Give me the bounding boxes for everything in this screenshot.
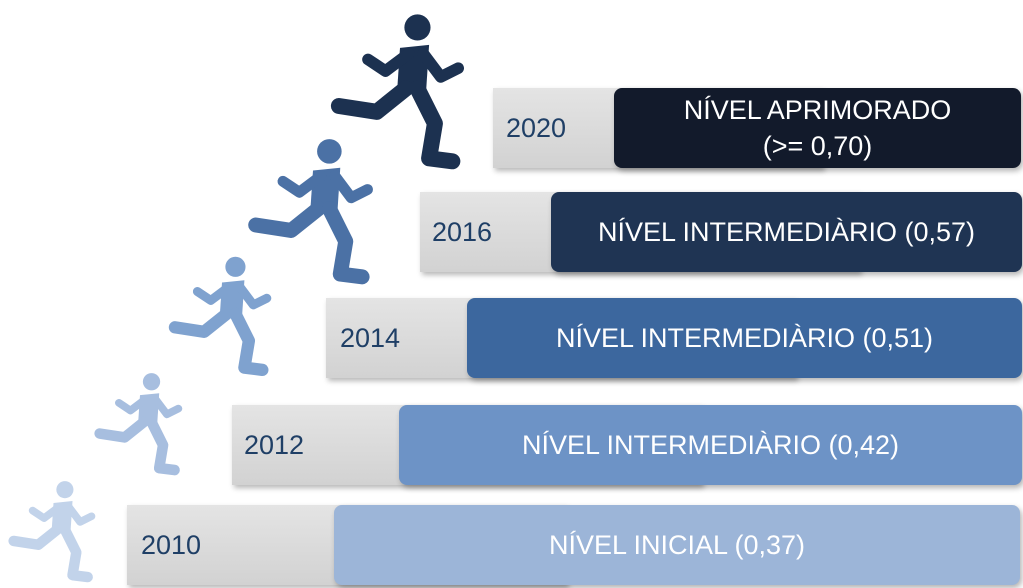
level-box-2012: NÍVEL INTERMEDIÀRIO (0,42) [399, 405, 1022, 485]
level-label-2020-line2: (>= 0,70) [762, 131, 873, 161]
step-2016: 2016 NÍVEL INTERMEDIÀRIO (0,57) [420, 192, 1022, 272]
runner-icon [92, 366, 188, 480]
level-label-2020: NÍVEL APRIMORADO [683, 95, 952, 125]
step-2014: 2014 NÍVEL INTERMEDIÀRIO (0,51) [326, 298, 1022, 378]
runner-icon [238, 135, 388, 285]
step-2012: 2012 NÍVEL INTERMEDIÀRIO (0,42) [232, 405, 1022, 485]
level-label-2012: NÍVEL INTERMEDIÀRIO (0,42) [521, 430, 900, 460]
runner-icon [310, 10, 490, 170]
year-label-2014: 2014 [340, 322, 401, 353]
level-label-2016: NÍVEL INTERMEDIÀRIO (0,57) [597, 217, 976, 247]
year-label-2012: 2012 [244, 429, 305, 460]
level-label-2010: NÍVEL INICIAL (0,37) [548, 530, 806, 560]
level-box-2020: NÍVEL APRIMORADO (>= 0,70) [614, 88, 1021, 168]
level-box-2010: NÍVEL INICIAL (0,37) [334, 505, 1020, 585]
year-label-2010: 2010 [141, 529, 202, 560]
level-label-2014: NÍVEL INTERMEDIÀRIO (0,51) [555, 323, 934, 353]
step-2010: 2010 NÍVEL INICIAL (0,37) [127, 505, 1020, 585]
year-label-2016: 2016 [432, 216, 493, 247]
level-box-2016: NÍVEL INTERMEDIÀRIO (0,57) [551, 192, 1022, 272]
level-box-2014: NÍVEL INTERMEDIÀRIO (0,51) [467, 298, 1022, 378]
year-label-2020: 2020 [506, 112, 567, 143]
step-2020: 2020 NÍVEL APRIMORADO (>= 0,70) [493, 88, 1021, 168]
runner-icon [166, 252, 278, 378]
runner-icon [6, 478, 101, 583]
